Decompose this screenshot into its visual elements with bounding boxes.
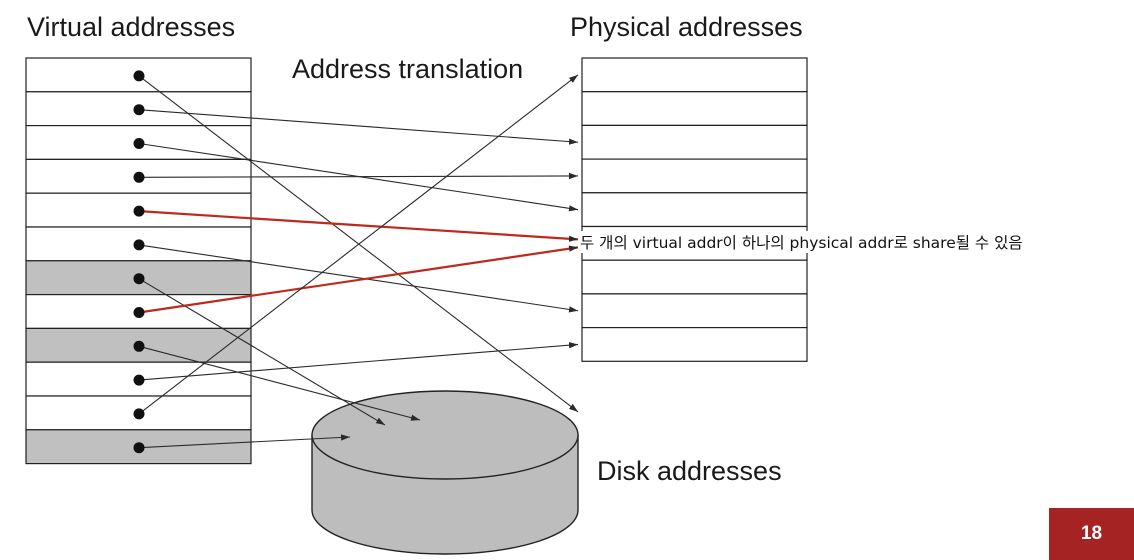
arrow-from-virtual-5 xyxy=(138,244,579,313)
pointer-dot-11 xyxy=(133,442,145,454)
pointer-dot-8 xyxy=(133,340,145,352)
pointer-dot-0 xyxy=(133,70,145,82)
mapping-arrows xyxy=(133,70,579,454)
pointer-dot-4 xyxy=(133,205,145,217)
virtual-page-table xyxy=(25,57,252,465)
arrow-from-virtual-9 xyxy=(138,342,579,381)
pointer-dot-1 xyxy=(133,104,145,116)
pointer-dot-6 xyxy=(133,273,145,285)
physical-page-1 xyxy=(581,91,808,126)
physical-page-6 xyxy=(581,259,808,295)
arrow-from-virtual-4 xyxy=(138,210,579,241)
disk-top xyxy=(311,390,579,480)
physical-page-8 xyxy=(581,327,808,362)
arrow-from-virtual-3 xyxy=(138,172,579,180)
physical-addresses-title: Physical addresses xyxy=(570,12,803,42)
physical-page-2 xyxy=(581,124,808,160)
shared-arrowhead-7 xyxy=(568,245,578,252)
virtual-addresses-title: Virtual addresses xyxy=(27,12,236,42)
arrow-from-virtual-7 xyxy=(138,246,579,314)
page-number-badge: 18 xyxy=(1049,508,1134,560)
physical-page-3 xyxy=(581,158,808,194)
virtual-page-9 xyxy=(25,361,252,397)
arrow-from-virtual-11 xyxy=(138,434,351,449)
arrow-from-virtual-10 xyxy=(138,74,579,415)
physical-page-0 xyxy=(581,57,808,93)
pointer-dot-9 xyxy=(133,374,145,386)
pointer-dot-2 xyxy=(133,138,145,149)
physical-page-7 xyxy=(581,293,808,329)
physical-page-table xyxy=(581,57,808,362)
address-translation-label: Address translation xyxy=(292,54,524,84)
disk-addresses-label: Disk addresses xyxy=(597,456,782,486)
physical-page-4 xyxy=(581,192,808,228)
shared-page-annotation: 두 개의 virtual addr이 하나의 physical addr로 sh… xyxy=(580,231,1023,253)
arrow-from-virtual-1 xyxy=(138,109,579,145)
pointer-dot-3 xyxy=(133,171,145,183)
arrow-from-virtual-8 xyxy=(138,345,421,421)
pointer-dot-7 xyxy=(133,307,145,318)
pointer-dot-5 xyxy=(133,239,145,251)
pointer-dot-10 xyxy=(133,408,145,420)
disk-cylinder xyxy=(311,390,579,555)
